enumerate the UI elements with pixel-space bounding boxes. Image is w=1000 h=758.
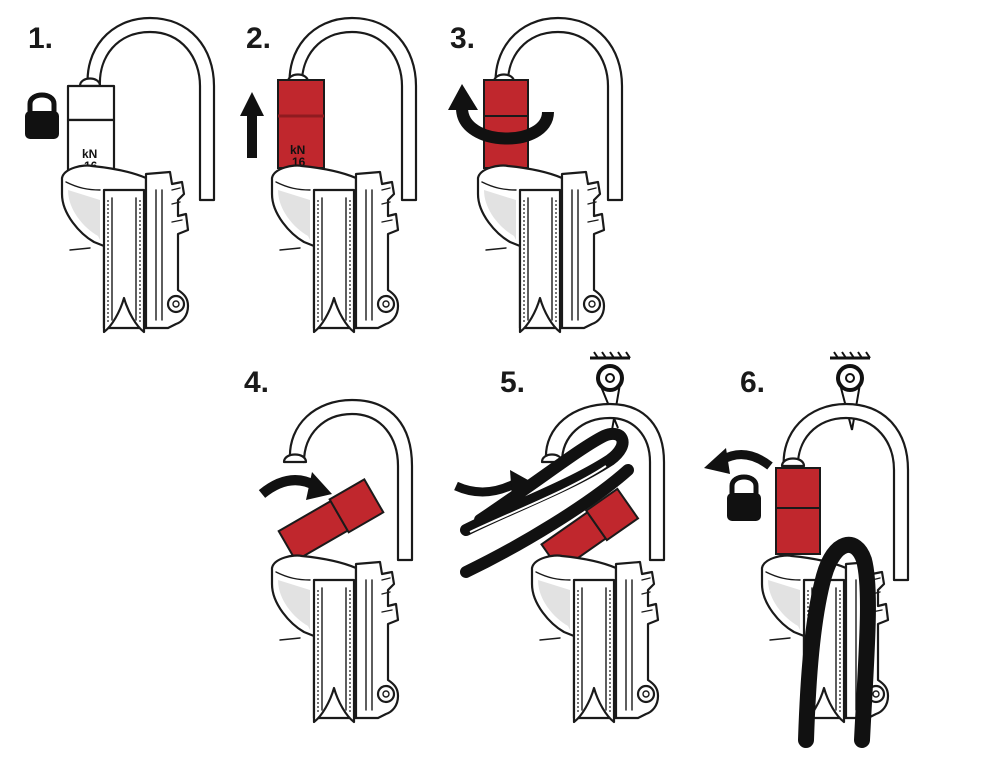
pulley (530, 554, 660, 724)
curved-arrow-icon (258, 472, 332, 500)
step-5: 5. (454, 351, 666, 724)
gate-open (277, 478, 385, 562)
pulley (476, 164, 606, 334)
step-3: 3. (448, 16, 624, 334)
step-5-number: 5. (500, 366, 525, 399)
step-1-number: 1. (28, 22, 53, 55)
locking-sleeve (277, 79, 325, 117)
rotate-arrow-icon (448, 84, 554, 145)
sleeve-marking-kn: kN (82, 147, 97, 161)
lock-icon (727, 477, 761, 521)
sleeve-marking-kn: kN (290, 143, 305, 157)
step-3-number: 3. (450, 22, 475, 55)
curved-arrow-icon (704, 448, 773, 474)
step-2-number: 2. (246, 22, 271, 55)
pulley (270, 554, 400, 724)
locking-sleeve (483, 79, 529, 117)
curved-arrow-icon (454, 470, 528, 498)
step-1: 1. kN 16 (25, 16, 216, 334)
step-4-number: 4. (244, 366, 269, 399)
step-4: 4. (244, 366, 414, 724)
step-6: 6. (704, 351, 910, 748)
lock-icon (25, 95, 59, 139)
pulley (270, 164, 400, 334)
rope (798, 536, 876, 748)
step-6-number: 6. (740, 366, 765, 399)
arrow-up-icon (240, 92, 264, 158)
step-2: 2. kN 16 (240, 16, 418, 334)
locking-sleeve (66, 84, 116, 122)
locking-sleeve (775, 467, 821, 509)
pulley (60, 164, 190, 334)
carabiner-frame (86, 16, 216, 202)
rope (460, 427, 634, 578)
